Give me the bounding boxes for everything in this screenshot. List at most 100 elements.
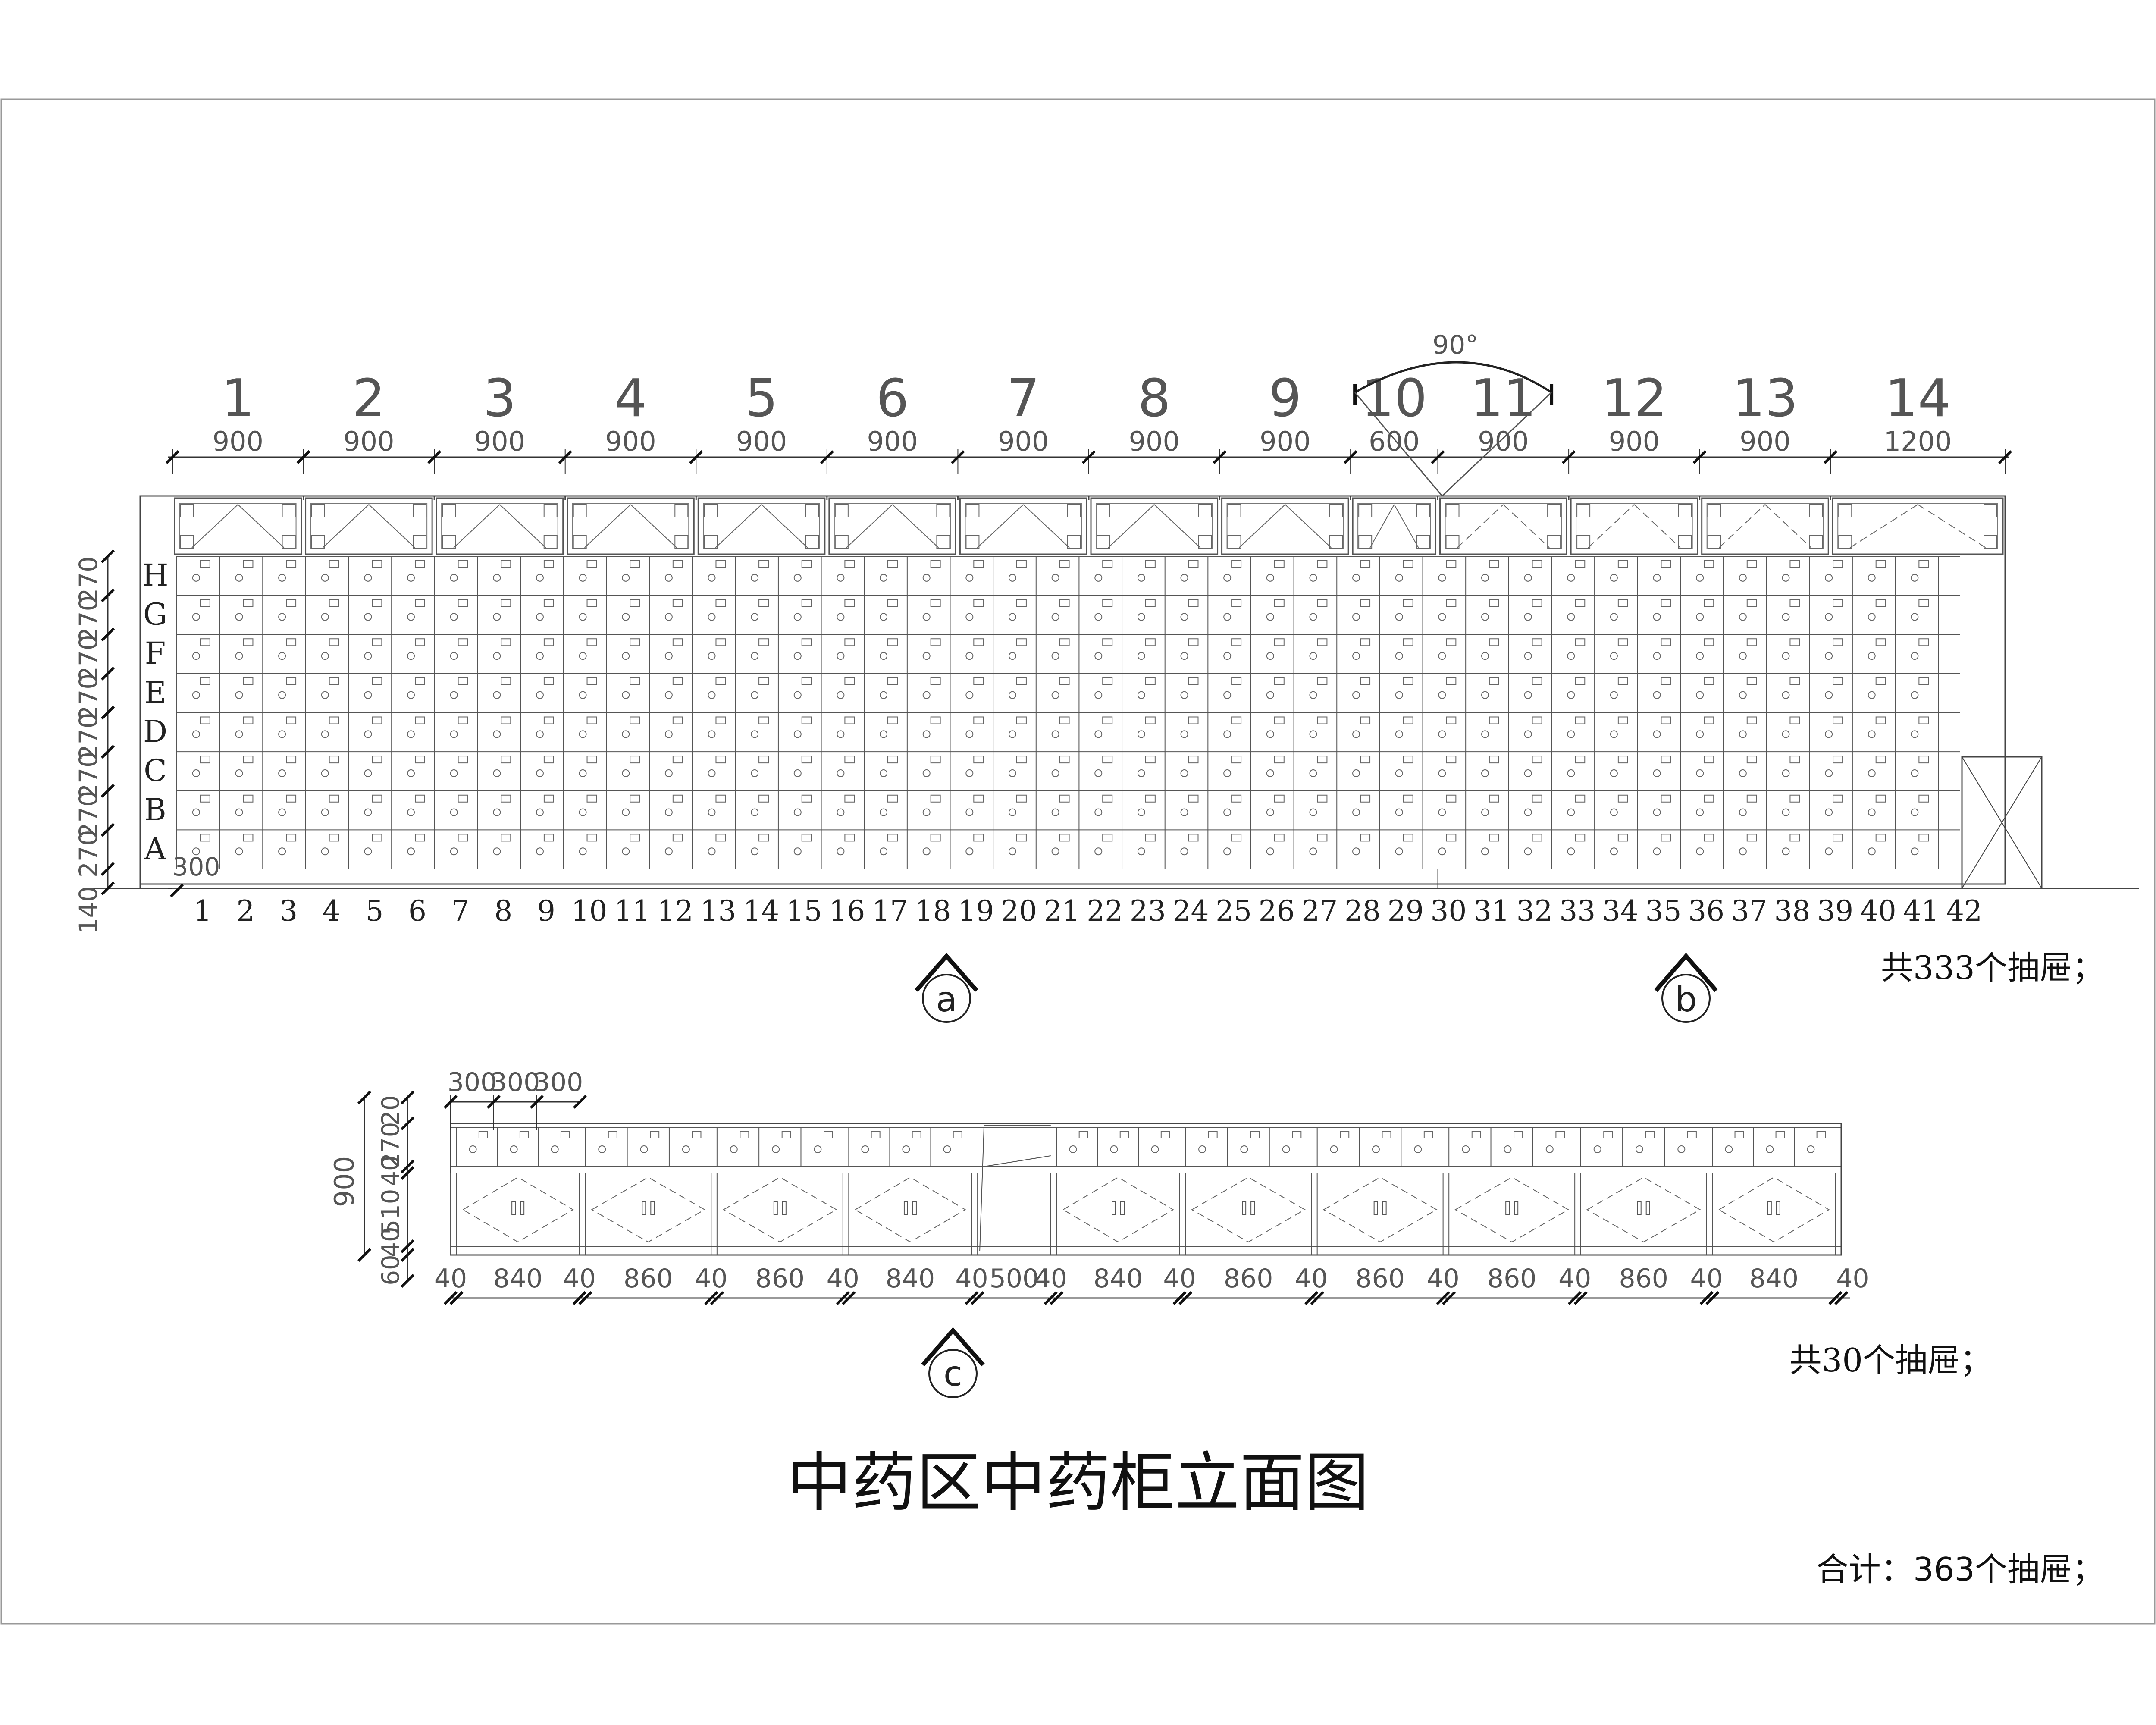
bay-number-4: 4 [614,369,647,429]
drawer-label-holder [543,560,554,568]
row-height-3: 270 [74,674,103,721]
drawer-label-holder [1188,560,1199,568]
drawer-knob [551,1145,559,1153]
drawer-label-holder [543,716,554,724]
drawer-label-holder [1231,716,1242,724]
drawer-knob [1782,652,1790,660]
column-number-14: 14 [743,894,779,928]
drawer-label-holder [801,716,812,724]
corner-ornament [1809,535,1823,549]
dimension-tick [100,549,115,564]
drawer-label-holder [478,1131,488,1138]
drawer-knob [235,808,243,816]
dimension-tick [1828,1291,1843,1305]
drawer-knob [1524,691,1532,699]
drawer-label-holder [844,756,855,764]
corner-ornament [282,535,296,549]
width-dim-16: 40 [1426,1264,1459,1294]
drawer-label-holder [1423,1131,1433,1138]
width-dim-15: 860 [1355,1264,1405,1294]
drawer-label-holder [1231,599,1242,607]
drawer-knob [1782,769,1790,777]
drawer-label-holder [1489,677,1499,685]
door-panel-diamond [1322,1176,1438,1243]
drawer-label-holder [1231,638,1242,646]
drawer-knob [1825,613,1833,621]
row-letter-E: E [144,675,166,710]
drawer-label-holder [1704,834,1714,842]
dimension-tick [1573,1291,1588,1305]
column-number-15: 15 [786,894,822,928]
dimension-tick [578,1291,592,1305]
drawer-label-holder [1102,794,1113,803]
drawer-knob [1051,691,1059,699]
drawer-label-holder [1317,716,1328,724]
corner-ornament [413,535,427,549]
drawer-knob [1137,652,1145,660]
door-handle [1242,1201,1247,1215]
drawer-label-holder [1532,560,1542,568]
drawer-knob [880,613,888,621]
drawer-knob [622,691,630,699]
drawer-label-holder [1532,794,1542,803]
drawer-knob [1180,808,1188,816]
drawer-knob [450,847,458,856]
width-dim-18: 40 [1558,1264,1591,1294]
drawer-label-holder [1145,677,1156,685]
drawer-knob [1008,847,1016,856]
column-number-9: 9 [537,894,555,928]
glass-panel [1576,503,1693,549]
drawer-knob [1696,652,1704,660]
drawer-knob [1782,808,1790,816]
corner-ornament [1678,504,1692,518]
bay-number-12: 12 [1601,369,1667,429]
drawer-knob [1395,769,1403,777]
drawer-knob [493,769,501,777]
drawer-label-holder [1059,560,1070,568]
drawer-knob [1739,769,1747,777]
drawer-knob [965,808,974,816]
door-handle [1514,1201,1519,1215]
dimension-tick [1692,450,1707,464]
dimension-tick [689,450,703,464]
drawer-knob [1180,691,1188,699]
glass-hatch [1503,504,1550,548]
drawer-count-note-2: 共30个抽屉； [1789,1341,1992,1379]
door-handle [1373,1201,1378,1215]
section-label: a [936,979,957,1019]
drawer-knob [1372,1145,1380,1153]
drawer-knob [1696,847,1704,856]
drawer-label-holder [1532,638,1542,646]
drawer-label-holder [1575,599,1586,607]
drawer-label-holder [1532,716,1542,724]
glass-hatch [1457,504,1504,548]
drawer-label-holder [1704,716,1714,724]
drawer-label-holder [329,834,339,842]
drawer-label-holder [1188,794,1199,803]
drawer-knob [1653,574,1661,582]
drawer-label-holder [243,756,254,764]
dimension-tick [965,1291,979,1305]
drawer-label-holder [1875,716,1886,724]
drawer-label-holder [414,794,425,803]
drawer-knob [1782,574,1790,582]
drawer-label-holder [586,638,597,646]
drawer-knob [1438,808,1446,816]
drawer-label-holder [1575,794,1586,803]
row-letter-F: F [145,636,166,671]
door-handle [1250,1201,1255,1215]
drawer-knob [321,730,329,738]
drawer-label-holder [1059,756,1070,764]
corner-ornament [704,504,718,518]
drawer-knob [1352,613,1360,621]
drawer-knob [192,613,200,621]
drawer-knob [1094,613,1103,621]
drawer-knob [1610,613,1618,621]
width-dim-4: 40 [695,1264,727,1294]
section-marker-a: a [915,953,978,1023]
drawer-knob [579,613,587,621]
column-number-7: 7 [451,894,470,928]
drawer-knob [1610,730,1618,738]
drawer-knob [922,652,931,660]
drawer-knob [1137,808,1145,816]
